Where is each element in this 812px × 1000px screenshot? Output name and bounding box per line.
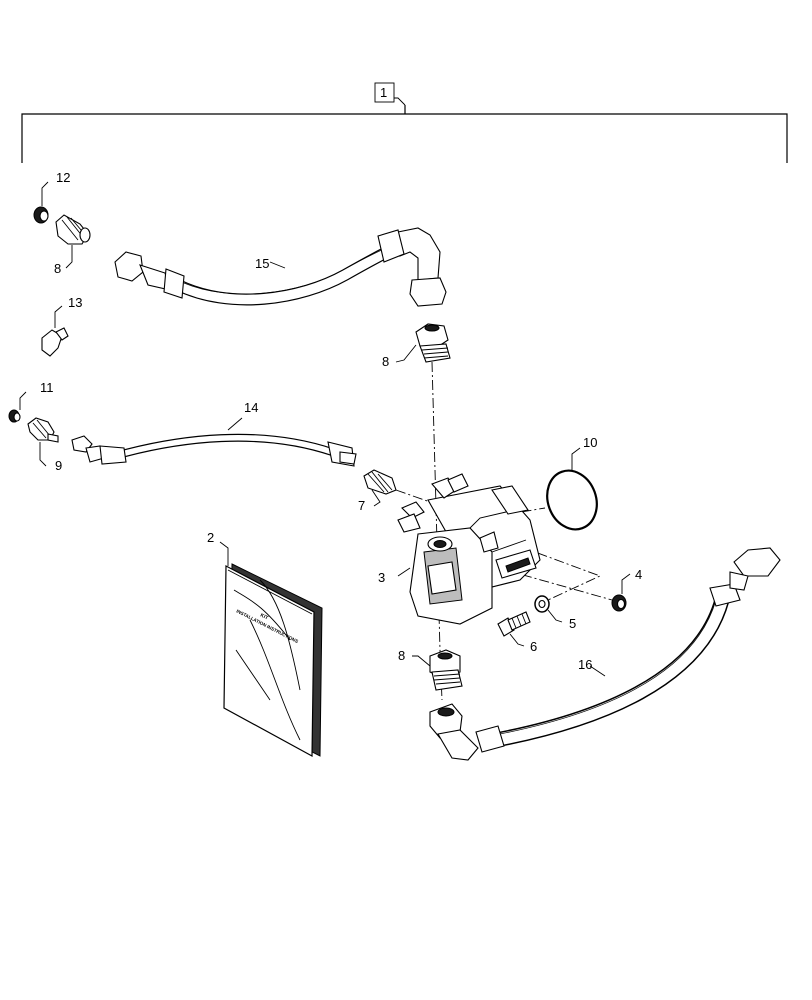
plug-fitting-12 (33, 181, 49, 224)
washer-5 (534, 595, 563, 623)
callout-8-middle: 8 (382, 354, 389, 369)
callout-15: 15 (255, 256, 269, 271)
callout-8-upper-left: 8 (54, 261, 61, 276)
adapter-fitting-9 (27, 417, 59, 467)
hydraulic-hose-14 (71, 417, 357, 467)
hydraulic-hose-15 (114, 227, 447, 307)
adapter-fitting-8-middle (395, 323, 451, 363)
installation-manual-2: KIT INSTALLATION INSTRUCTIONS (219, 541, 323, 758)
callout-5: 5 (569, 616, 576, 631)
adapter-fitting-8-lower (412, 649, 463, 691)
callout-8-lower: 8 (398, 648, 405, 663)
hydraulic-hose-16 (429, 547, 781, 761)
kit-bracket (21, 82, 788, 163)
callout-1: 1 (380, 85, 387, 100)
callout-13: 13 (68, 295, 82, 310)
callout-12: 12 (56, 170, 70, 185)
callout-3: 3 (378, 570, 385, 585)
bolt-6 (497, 611, 531, 647)
manual-cover-line1: KIT (259, 612, 269, 621)
plug-4 (611, 573, 631, 612)
callout-11: 11 (40, 380, 54, 395)
o-ring-10 (546, 447, 598, 531)
adapter-fitting-8-upper-left (55, 214, 91, 269)
callout-16: 16 (578, 657, 592, 672)
callout-10: 10 (583, 435, 597, 450)
tee-fitting-13 (41, 305, 69, 357)
valve-body-3 (397, 473, 541, 625)
callout-4: 4 (635, 567, 642, 582)
callout-14: 14 (244, 400, 258, 415)
plug-fitting-11 (8, 391, 27, 423)
callout-9: 9 (55, 458, 62, 473)
callout-7: 7 (358, 498, 365, 513)
callout-6: 6 (530, 639, 537, 654)
callout-2: 2 (207, 530, 214, 545)
fitting-7 (363, 469, 397, 507)
